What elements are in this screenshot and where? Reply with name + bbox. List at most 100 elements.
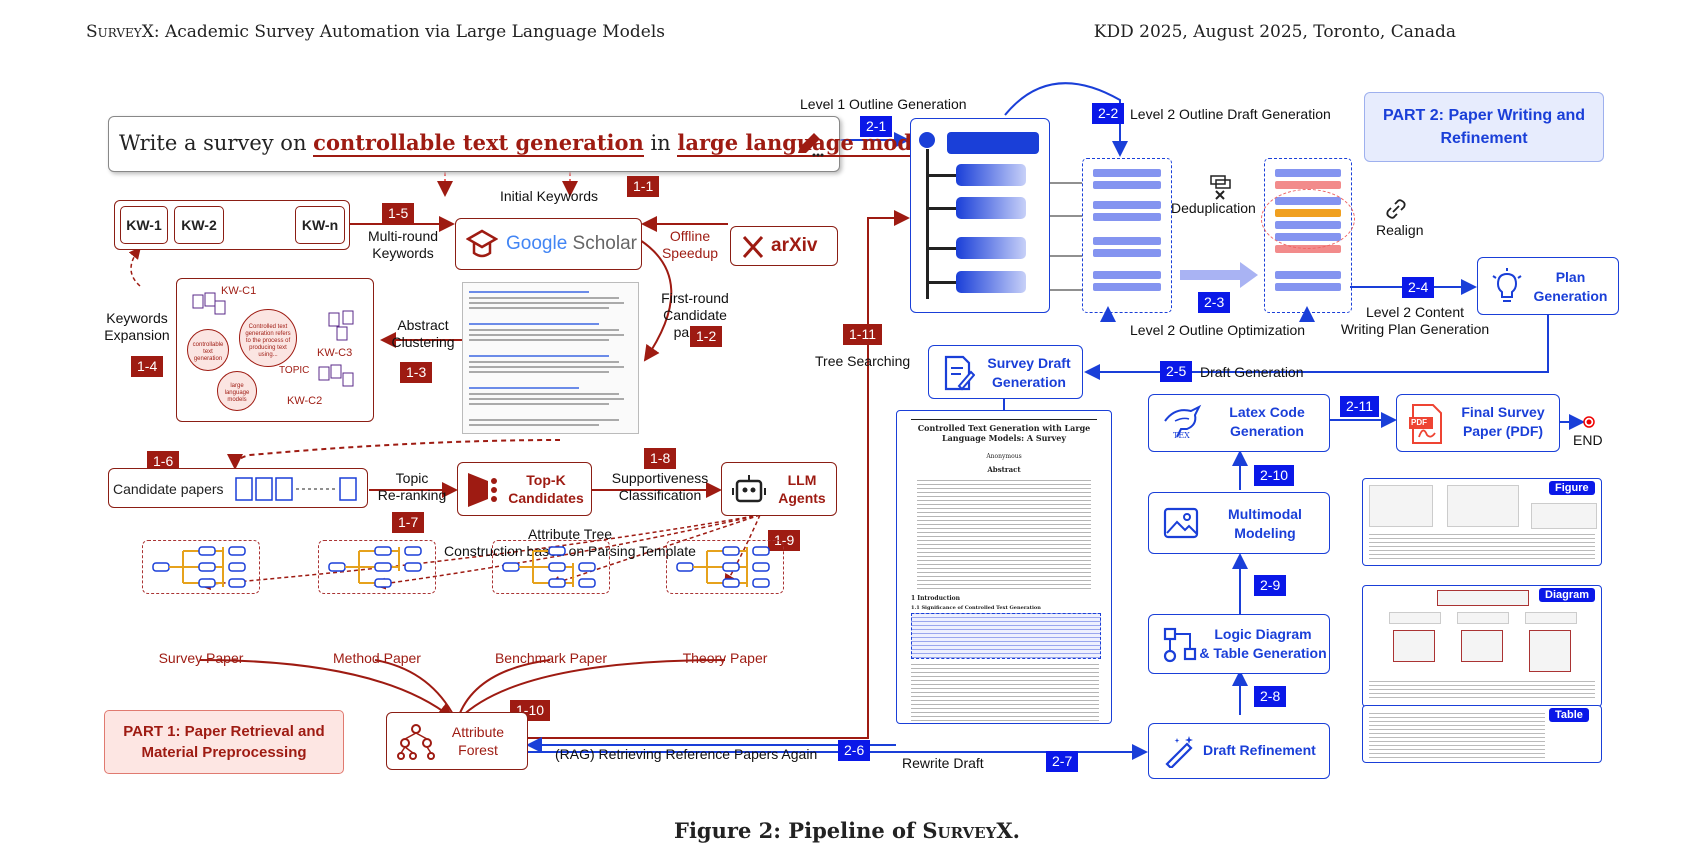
rag-label: (RAG) Retrieving Reference Papers Again xyxy=(555,746,818,762)
bubble-def-line5: using... xyxy=(258,352,278,358)
step-tag-1-6: 1-6 xyxy=(147,451,180,472)
topic-text: Topic xyxy=(395,470,429,486)
step-tag-1-1: 1-1 xyxy=(627,176,660,197)
diagram-leaf-1 xyxy=(1393,630,1435,662)
latex-bird-icon xyxy=(1164,404,1202,438)
l2-bar-8 xyxy=(1093,283,1161,291)
keywords-expansion-text-2: Expansion xyxy=(104,327,170,343)
bubble-def-line2: generation refers xyxy=(245,331,291,337)
robot-icon xyxy=(732,475,766,503)
survey-paper-label: Survey Paper xyxy=(158,650,244,666)
step-tag-2-6: 2-6 xyxy=(838,740,871,761)
bubble-ctg-line1: controllable xyxy=(192,342,224,348)
l2-bar-7 xyxy=(1093,271,1161,279)
initial-keywords-label: Initial Keywords xyxy=(500,188,599,204)
outline-root-dot xyxy=(919,132,935,148)
tree-icon-theory xyxy=(676,546,770,588)
logic-diagram-label: Logic Diagram& Table Generation xyxy=(1199,625,1327,663)
scholar-google-text: Google xyxy=(506,233,568,254)
arxiv-box[interactable]: arXiv xyxy=(730,226,838,266)
outline-section-2 xyxy=(956,197,1026,219)
method-paper-tree xyxy=(318,540,436,594)
diagram-preview: Diagram xyxy=(1362,585,1602,707)
multimodal-line2: Modeling xyxy=(1234,525,1296,541)
figure-caption: Figure 2: Pipeline of SurveyX. xyxy=(0,818,1694,843)
step-tag-1-8: 1-8 xyxy=(644,448,677,469)
doc-abstract-body xyxy=(917,477,1091,589)
diagram-leaf-2 xyxy=(1461,630,1503,662)
plan-line1: Plan xyxy=(1555,269,1586,285)
first-round-text: First-round xyxy=(661,290,729,306)
cluster-c3-label: KW-C3 xyxy=(317,347,353,359)
opt-bar-1 xyxy=(1275,169,1341,177)
level2-draft-box xyxy=(1082,158,1172,313)
draft-refinement-box: Draft Refinement xyxy=(1148,723,1330,779)
table-preview: Table xyxy=(1362,705,1602,763)
doc-highlighted-passage xyxy=(911,613,1101,659)
table-badge: Table xyxy=(1549,708,1589,722)
google-scholar-box[interactable]: Google Scholar xyxy=(455,218,642,270)
caption-prefix: Figure 2: Pipeline of xyxy=(674,818,923,843)
lightbulb-icon xyxy=(1492,268,1522,302)
image-icon xyxy=(1163,507,1199,539)
step-tag-1-2: 1-2 xyxy=(690,326,723,347)
step-tag-2-9: 2-9 xyxy=(1254,575,1287,596)
prompt-text: Write a survey on controllable text gene… xyxy=(119,130,952,157)
step-tag-2-2: 2-2 xyxy=(1092,103,1125,124)
l2-bar-5 xyxy=(1093,237,1161,245)
clustering-text: Clustering xyxy=(391,334,455,350)
candidate-papers-box: Candidate papers xyxy=(108,468,368,508)
cluster-docs-icon-2 xyxy=(318,364,354,387)
classification-text: Classification xyxy=(618,487,702,503)
outline-title-bar xyxy=(947,132,1039,154)
plan-line2: Generation xyxy=(1533,288,1608,304)
theory-paper-tree xyxy=(666,540,784,594)
pen-icon xyxy=(798,133,824,157)
scholar-wordmark: Google Scholar xyxy=(506,233,637,255)
doc-intro-heading: 1 Introduction xyxy=(911,595,960,602)
latex-line1: Latex Code xyxy=(1229,404,1305,420)
figure-thumb-2 xyxy=(1447,485,1519,527)
step-tag-1-7: 1-7 xyxy=(392,512,425,533)
deduplication-icon xyxy=(1210,175,1231,200)
tree-searching-label: Tree Searching xyxy=(815,353,911,369)
cluster-c1-label: KW-C1 xyxy=(221,285,257,297)
final-line2: Paper (PDF) xyxy=(1462,423,1544,439)
forest-icon xyxy=(397,724,435,760)
doc-body-text xyxy=(911,661,1099,721)
l2-bar-3 xyxy=(1093,201,1161,209)
latex-line2: Generation xyxy=(1230,423,1304,439)
final-line1: Final Survey xyxy=(1461,404,1545,420)
keyword-2: KW-2 xyxy=(174,206,224,244)
doc-abstract-heading: Abstract xyxy=(987,465,1021,474)
scholar-cap-icon xyxy=(466,229,498,258)
caption-name: SurveyX xyxy=(922,818,1013,843)
diagram-root-node xyxy=(1437,590,1529,606)
step-tag-1-5: 1-5 xyxy=(382,203,415,224)
pdf-file-icon xyxy=(1409,404,1442,444)
cluster-docs-icon-3 xyxy=(328,310,354,341)
prompt-box[interactable]: Write a survey on controllable text gene… xyxy=(108,116,952,172)
abstract-text: Abstract xyxy=(397,317,449,333)
keyword-n: KW-n xyxy=(295,206,345,244)
header-left: SurveyX: Academic Survey Automation via … xyxy=(86,22,665,42)
opt-bar-8 xyxy=(1275,271,1341,279)
realign-link-icon xyxy=(1386,199,1406,219)
figure-preview: Figure xyxy=(1362,478,1602,566)
bubble-def-line4: producing text xyxy=(249,345,287,351)
tree-icon-survey xyxy=(152,546,246,588)
cluster-docs-icon-1 xyxy=(192,292,226,315)
step-tag-2-1: 2-1 xyxy=(860,116,893,137)
part1-title: PART 1: Paper Retrieval and Material Pre… xyxy=(104,710,344,774)
doc-anonymous: Anonymous xyxy=(986,453,1022,460)
diagram-badge: Diagram xyxy=(1539,588,1596,602)
